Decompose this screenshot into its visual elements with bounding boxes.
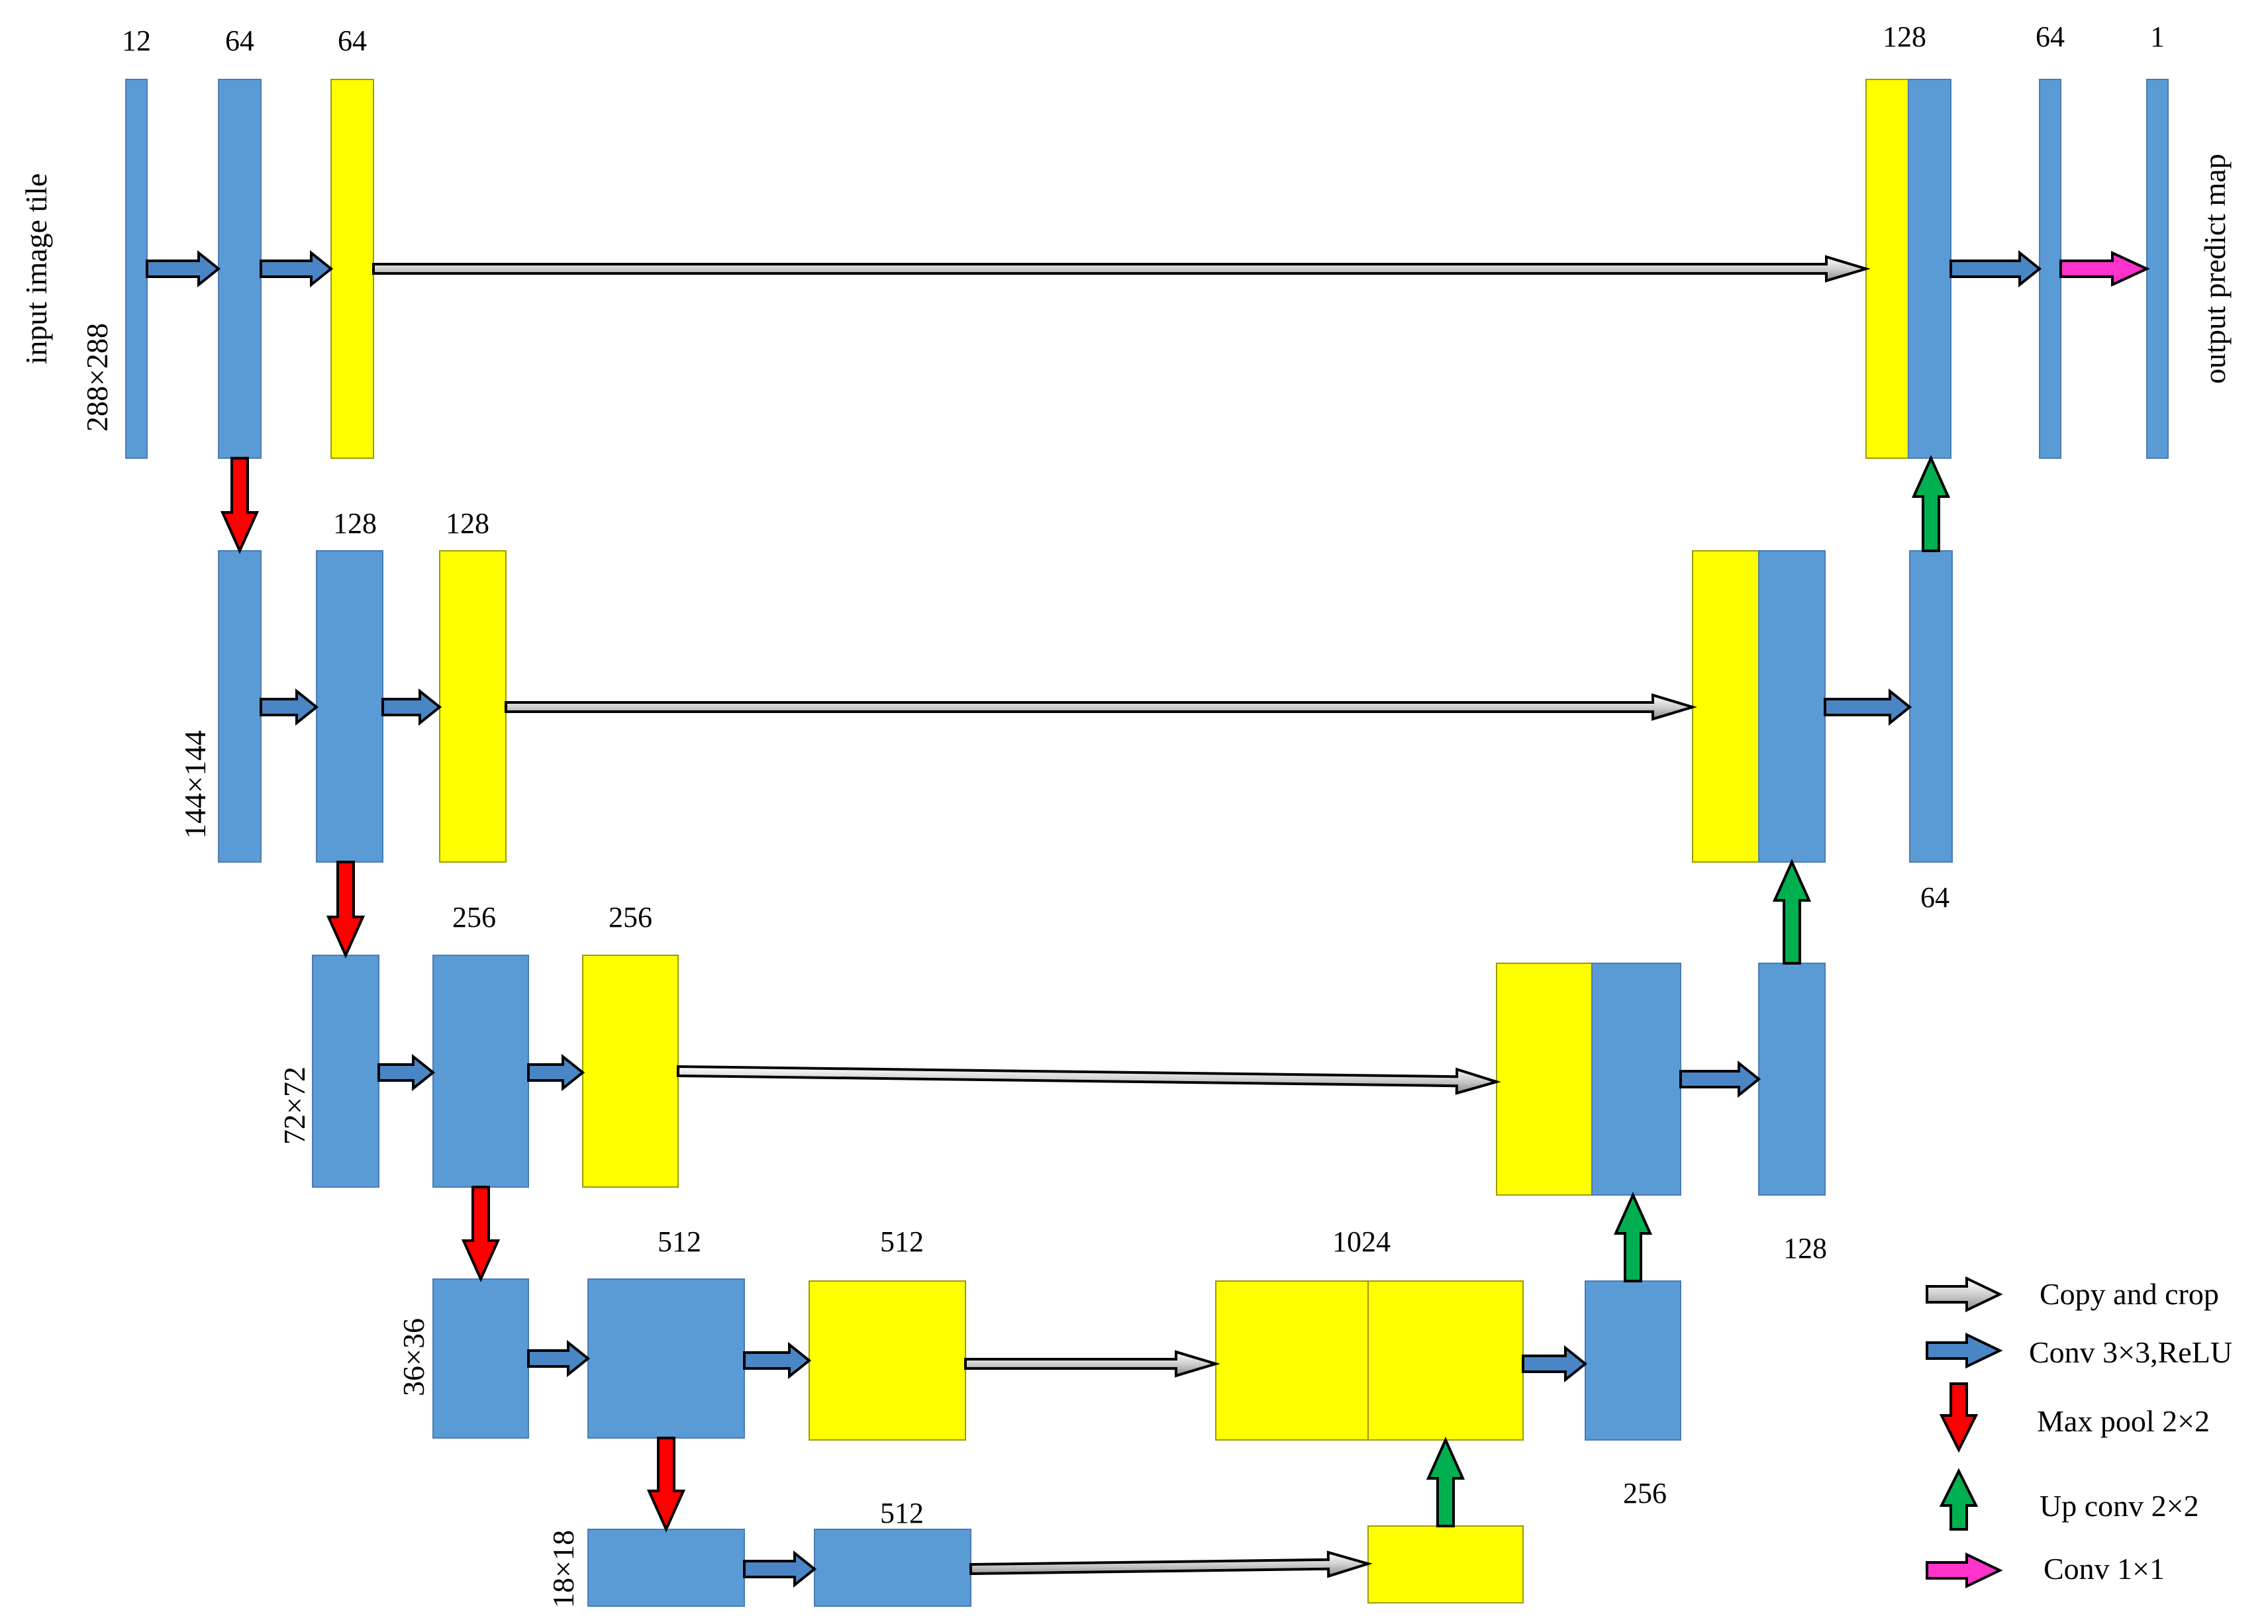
conv-arrow-icon: [1926, 1332, 2003, 1369]
l4-conv-channels: 512: [658, 1225, 701, 1258]
l1-conv-channels: 64: [225, 24, 254, 57]
l2-conv-channels: 128: [333, 507, 377, 540]
l2-pool-arrow: [326, 861, 366, 959]
l1-conv1x1-arrow: [2059, 250, 2150, 287]
l5-copy-arrow: [969, 1551, 1373, 1578]
l3-copy-arrow: [676, 1065, 1501, 1095]
l5-pool-block: [587, 1529, 745, 1607]
l4-conv-arrow-1: [527, 1339, 591, 1378]
l3-up-channels: 128: [1783, 1232, 1827, 1265]
l1-concat-channels: 128: [1883, 21, 1926, 53]
l3-concat-up-block: [1591, 963, 1681, 1196]
l3-up-block: [1758, 963, 1826, 1196]
l3-upconv-arrow: [1772, 859, 1812, 965]
l1-pool-arrow: [220, 457, 260, 554]
legend-copy-crop-label: Copy and crop: [2040, 1277, 2219, 1311]
l3-concat-crop-block: [1496, 963, 1593, 1196]
l3-conv-arrow-1: [377, 1053, 436, 1092]
l4-concat-channels: 1024: [1332, 1225, 1391, 1258]
l4-up-block: [1585, 1280, 1681, 1441]
res-72-label: 72×72: [277, 1067, 311, 1145]
l4-concat-crop-block: [1215, 1280, 1369, 1441]
l1-crop-block: [330, 79, 374, 459]
l1-copy-arrow: [372, 255, 1871, 283]
l4-copy-arrow: [964, 1350, 1220, 1378]
l5-upconv-arrow: [1426, 1437, 1465, 1527]
res-36-label: 36×36: [397, 1318, 430, 1396]
l2-conv-arrow-2: [381, 688, 442, 726]
l2-up-block: [1909, 550, 1953, 863]
l3-conv-arrow-3: [1679, 1060, 1761, 1098]
l1-conv-out-block: [2039, 79, 2061, 459]
l4-conv-arrow-2: [743, 1341, 812, 1380]
upconv-arrow-icon: [1939, 1468, 1979, 1531]
l1-concat-up-block: [1908, 79, 1951, 459]
l4-pool-block: [432, 1278, 529, 1439]
l1-crop-channels: 64: [338, 24, 367, 57]
l2-concat-crop-block: [1692, 550, 1759, 863]
res-288-label: 288×288: [80, 323, 114, 432]
l3-conv-block: [432, 955, 529, 1188]
output-label: output predict map: [2198, 154, 2232, 383]
l4-pool-arrow: [646, 1437, 686, 1533]
l2-concat-up-block: [1758, 550, 1826, 863]
l5-conv-channels: 512: [880, 1497, 924, 1529]
l2-conv-block: [316, 550, 383, 863]
l2-conv-arrow-3: [1824, 688, 1912, 726]
input-label: input image tile: [19, 173, 53, 365]
l4-upconv-arrow: [1613, 1192, 1653, 1282]
l4-crop-channels: 512: [880, 1225, 924, 1258]
conv1x1-arrow-icon: [1926, 1552, 2003, 1589]
l1-output-channels: 1: [2150, 21, 2165, 53]
l3-crop-channels: 256: [609, 901, 652, 933]
copy-crop-arrow-icon: [1926, 1276, 2003, 1313]
res-18-label: 18×18: [546, 1530, 580, 1608]
legend-upconv-label: Up conv 2×2: [2040, 1489, 2199, 1523]
l4-concat-up-block: [1367, 1280, 1524, 1441]
l1-conv-arrow-1: [146, 250, 221, 288]
l1-concat-crop-block: [1865, 79, 1909, 459]
l2-pool-block: [218, 550, 262, 863]
l3-conv-arrow-2: [527, 1053, 585, 1092]
l4-up-channels: 256: [1623, 1477, 1667, 1509]
l1-conv-out-channels: 64: [2036, 21, 2065, 53]
l2-conv-arrow-1: [260, 688, 319, 726]
l3-crop-block: [582, 955, 679, 1188]
l1-conv-block: [218, 79, 262, 459]
l2-up-channels: 64: [1920, 881, 1949, 914]
l2-crop-channels: 128: [446, 507, 489, 540]
legend-conv1x1-label: Conv 1×1: [2044, 1552, 2165, 1586]
l5-up-block: [1367, 1525, 1524, 1603]
legend-conv-label: Conv 3×3,ReLU: [2029, 1335, 2232, 1369]
l4-crop-block: [809, 1280, 966, 1441]
l1-input-block: [125, 79, 148, 459]
l3-pool-block: [312, 955, 379, 1188]
l5-conv-arrow-1: [743, 1550, 817, 1588]
l1-conv-arrow-2: [260, 250, 334, 288]
l1-conv-arrow-3: [1949, 250, 2042, 288]
l2-crop-block: [439, 550, 507, 863]
l4-conv-arrow-3: [1522, 1345, 1588, 1383]
res-144-label: 144×144: [178, 730, 212, 839]
legend-pool-label: Max pool 2×2: [2037, 1404, 2210, 1438]
l5-conv-block: [814, 1529, 971, 1607]
l4-conv-block: [587, 1278, 745, 1439]
l3-pool-arrow: [461, 1186, 501, 1282]
pool-arrow-icon: [1939, 1382, 1979, 1453]
l3-conv-channels: 256: [452, 901, 496, 933]
l2-copy-arrow: [505, 693, 1697, 721]
l1-input-channels: 12: [122, 24, 151, 57]
l1-output-block: [2146, 79, 2169, 459]
l2-upconv-arrow: [1911, 455, 1951, 552]
